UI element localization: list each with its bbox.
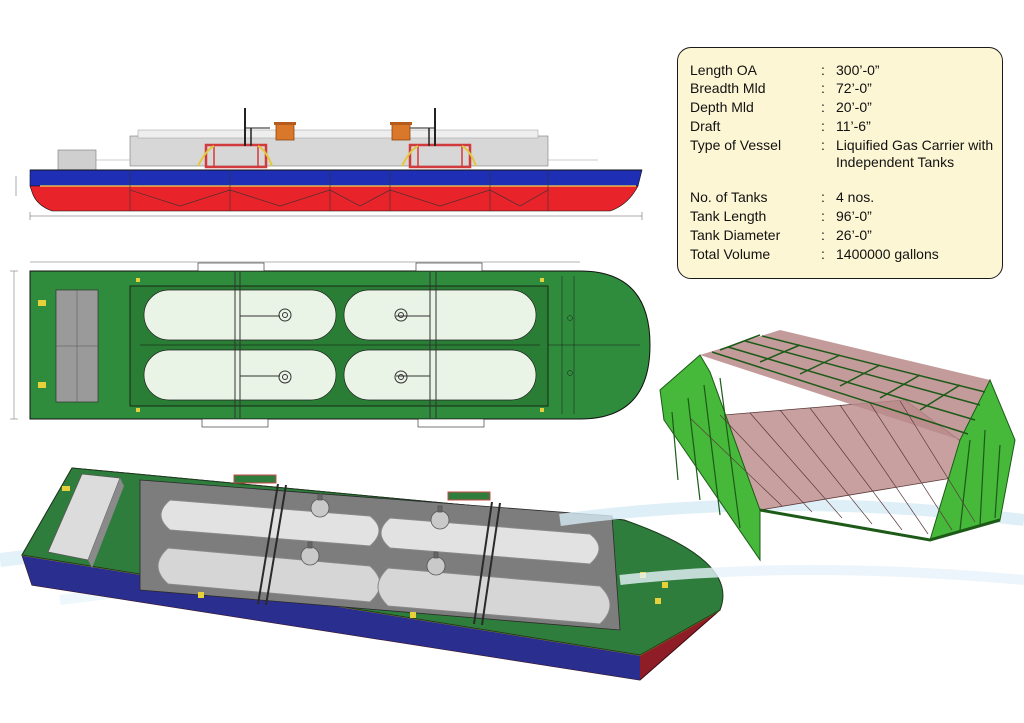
spec-value: 1400000 gallons: [836, 246, 939, 262]
plan-bow-lines: [548, 276, 640, 414]
spec-separator: :: [821, 137, 825, 153]
plan-fittings: [38, 278, 544, 412]
spec-label: Type of Vessel: [690, 137, 782, 153]
spec-value: 4 nos.: [836, 189, 875, 205]
spec-separator: :: [821, 99, 825, 115]
mast-icon: [244, 108, 436, 146]
dome-frame-aft: [401, 143, 477, 169]
spec-label: Tank Diameter: [690, 227, 781, 243]
frame-left-wall: [659, 354, 761, 562]
spec-label: Total Volume: [690, 246, 771, 262]
profile-hull: [29, 169, 643, 212]
perspective-piping: [257, 483, 501, 626]
spec-value: 11’-6”: [836, 118, 871, 134]
specification-card: Length OA : 300’-0” Breadth Mld : 72’-0”…: [677, 47, 1003, 279]
spec-value: 20’-0”: [836, 99, 872, 115]
spec-value: Liquified Gas Carrier with Independent T…: [836, 137, 994, 170]
perspective-deckhouse: [47, 473, 124, 568]
spec-value: 300’-0”: [836, 62, 880, 78]
frame-stiffeners: [671, 377, 1001, 531]
spec-label: Depth Mld: [690, 99, 754, 115]
gas-dome-icon: [300, 493, 450, 576]
frame-right-wall: [929, 378, 1016, 541]
spec-separator: :: [821, 189, 825, 205]
gas-dome-icon: [274, 122, 412, 141]
profile-elevation-drawing: [15, 108, 643, 220]
spec-separator: :: [821, 62, 825, 78]
dome-frame-forward: [197, 143, 273, 169]
profile-dimension-line: [15, 176, 643, 220]
perspective-vessel-render: [0, 467, 724, 681]
spec-value: 72’-0”: [836, 80, 872, 96]
spec-label: No. of Tanks: [690, 189, 768, 205]
plan-piping: [234, 272, 437, 418]
spec-value: 26’-0”: [836, 227, 872, 243]
plan-dimension-lines: [10, 261, 580, 420]
plan-dome-circles: [278, 308, 408, 384]
spec-label: Length OA: [690, 62, 757, 78]
spec-label: Draft: [690, 118, 721, 134]
spec-label: Tank Length: [690, 208, 767, 224]
spec-label: Breadth Mld: [690, 80, 766, 96]
spec-separator: :: [821, 118, 825, 134]
profile-frame-lines: [129, 170, 549, 211]
spec-separator: :: [821, 246, 825, 262]
spec-separator: :: [821, 80, 825, 96]
plan-view-drawing: [10, 261, 651, 428]
spec-separator: :: [821, 208, 825, 224]
spec-separator: :: [821, 227, 825, 243]
frame-floors: [689, 400, 976, 535]
frame-ribs: [711, 334, 986, 435]
spec-value: 96’-0”: [836, 208, 872, 224]
perspective-tanks: [157, 499, 611, 625]
